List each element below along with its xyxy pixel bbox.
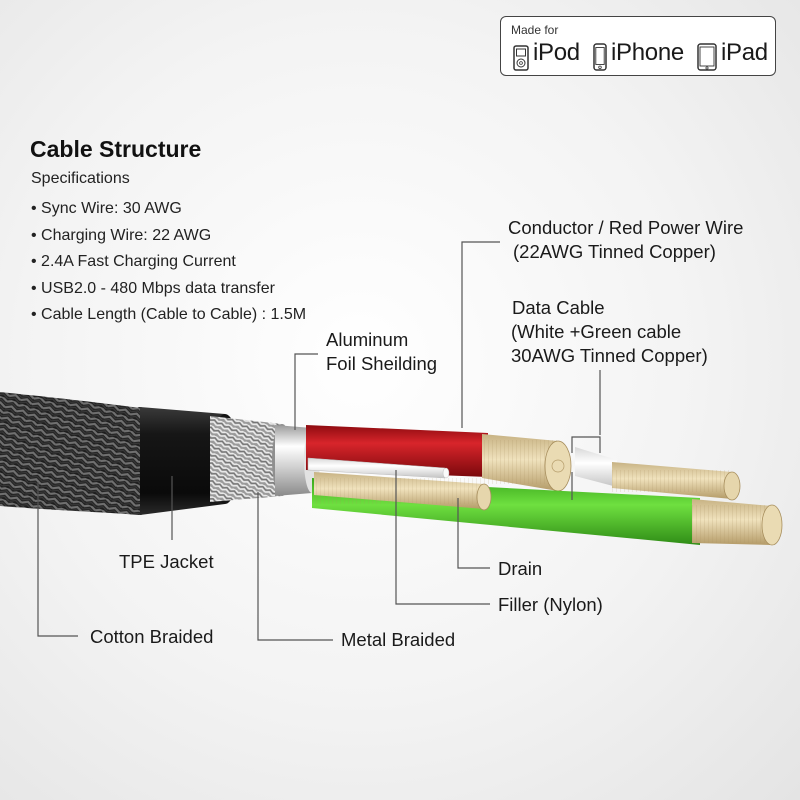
leader-line-data-bracket [571,436,601,453]
spec-item-sync-wire: Sync Wire: 30 AWG [31,196,306,223]
label-cotton-braided: Cotton Braided [90,626,214,647]
spec-item-data-transfer: USB2.0 - 480 Mbps data transfer [31,276,306,303]
white-data-wire [575,447,617,487]
specifications-list: Sync Wire: 30 AWG Charging Wire: 22 AWG … [31,196,306,329]
nylon-filler-end [442,467,450,479]
leader-line-metal [257,492,333,641]
tpe-jacket [140,407,225,515]
spec-item-charging-wire: Charging Wire: 22 AWG [31,223,306,250]
ipod-label: iPod [533,39,580,66]
ipad-icon [697,43,717,71]
drain-wire-end [476,483,492,511]
ipad-label: iPad [721,39,768,66]
green-data-wire-copper-end [761,504,783,546]
iphone-label: iPhone [611,39,684,66]
made-for-badge: Made for iPod iPhone iPad [500,16,776,76]
leader-line-cotton [37,482,78,637]
specifications-heading: Specifications [31,170,130,187]
leader-line-foil [294,353,318,430]
made-for-label: Made for [511,23,559,37]
diagram-title: Cable Structure [30,136,202,162]
label-metal-braided: Metal Braided [341,629,456,650]
white-data-wire-copper-end [723,471,741,501]
label-data-line3: 30AWG Tinned Copper) [511,345,708,366]
label-foil-line1: Aluminum [326,329,409,350]
white-data-wire-strands [612,470,732,492]
label-drain: Drain [498,558,543,579]
label-tpe-jacket: TPE Jacket [119,551,214,572]
label-data-line1: Data Cable [512,297,605,318]
label-filler: Filler (Nylon) [498,594,603,615]
label-foil-line2: Foil Sheilding [326,353,438,374]
spec-item-cable-length: Cable Length (Cable to Cable) : 1.5M [31,302,306,329]
cotton-braid-sheath [0,392,140,515]
leader-line-drain [457,498,490,569]
ipod-icon [513,45,529,71]
aluminum-foil [275,425,312,496]
iphone-icon [593,43,607,71]
drain-wire-strands [316,478,484,504]
green-data-wire-strands [692,505,772,543]
metal-braid [210,416,282,502]
leader-line-conductor [461,241,500,428]
label-conductor-line1: Conductor / Red Power Wire [508,217,744,238]
red-power-wire-copper-end [544,440,572,492]
label-conductor-line2: (22AWG Tinned Copper) [513,241,716,262]
spec-item-charging-current: 2.4A Fast Charging Current [31,249,306,276]
leader-line-filler [395,470,490,605]
label-data-line2: (White +Green cable [511,321,682,342]
